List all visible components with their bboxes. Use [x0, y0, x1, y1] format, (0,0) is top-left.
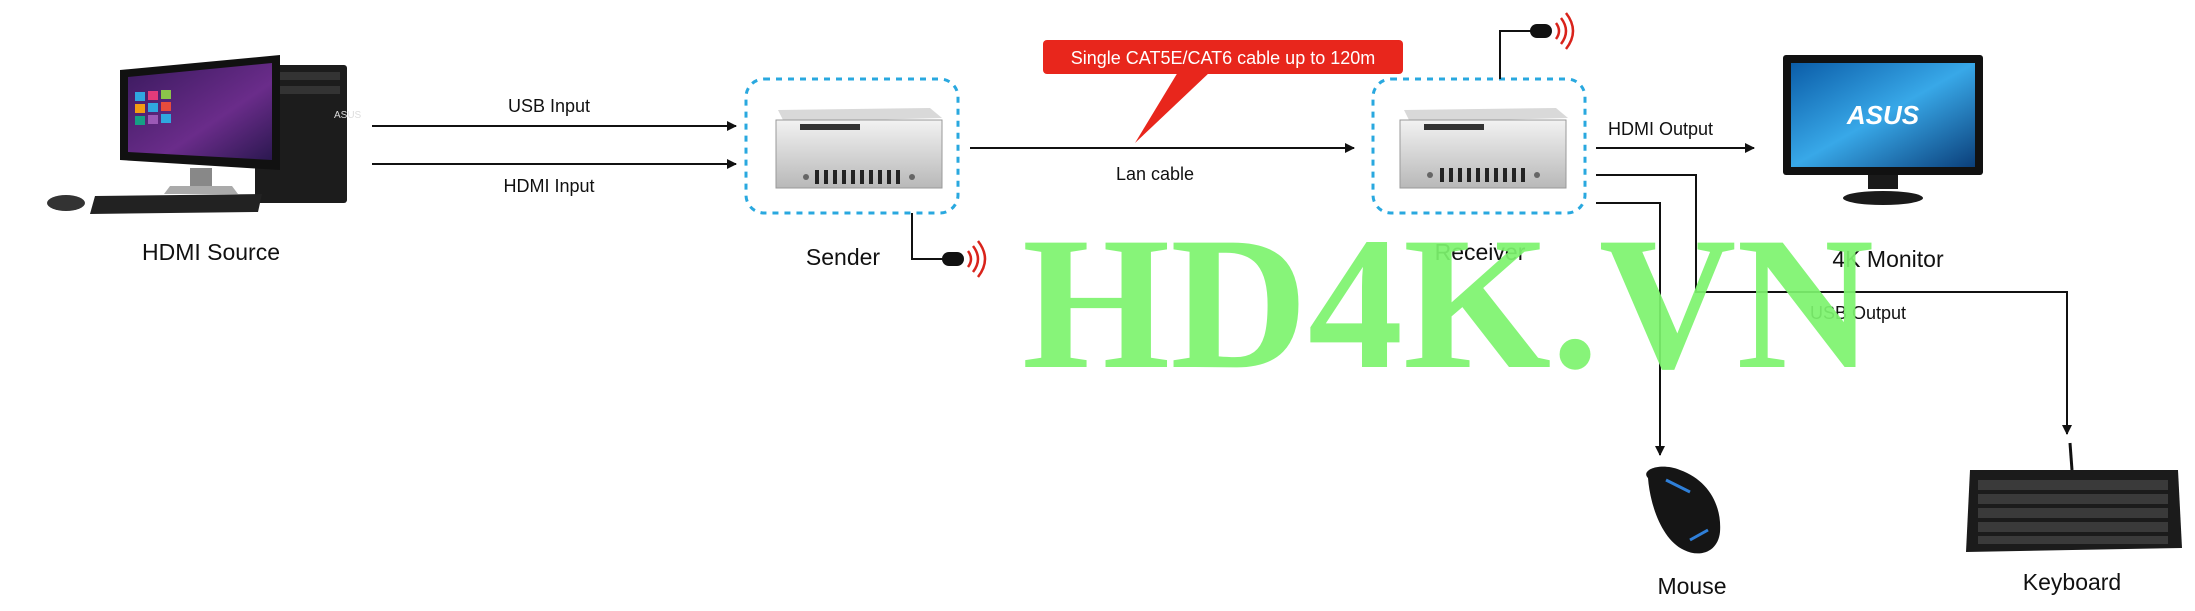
cable-callout-text: Single CAT5E/CAT6 cable up to 120m: [1071, 48, 1376, 68]
receiver-label: Receiver: [1435, 239, 1526, 265]
sender-ir-sensor-icon: [911, 213, 987, 278]
mouse-label: Mouse: [1657, 573, 1726, 599]
hdmi-input-label: HDMI Input: [503, 176, 594, 196]
hdmi-output-label: HDMI Output: [1608, 119, 1713, 139]
cable-callout: [1043, 40, 1403, 143]
keyboard-label: Keyboard: [2023, 569, 2121, 595]
lan-cable-label: Lan cable: [1116, 164, 1194, 184]
monitor-brand-logo: ASUS: [1846, 100, 1920, 130]
usb-output-label: USB Output: [1810, 303, 1906, 323]
receiver-device-image: [1399, 108, 1568, 189]
pc-image: ASUS: [47, 55, 362, 214]
mouse-usb-line: [1596, 202, 1665, 456]
sender-label: Sender: [806, 244, 881, 270]
keyboard-image: [1966, 442, 2182, 552]
monitor-label: 4K Monitor: [1832, 246, 1944, 272]
receiver-ir-sensor-icon: [1499, 12, 1575, 79]
mouse-image: [1646, 466, 1721, 554]
svg-text:ASUS: ASUS: [334, 110, 362, 121]
watermark-text: HD4K.VN: [1022, 199, 1874, 409]
keyboard-usb-line: [1596, 174, 2072, 435]
sender-dashed-box: [744, 77, 960, 215]
sender-device-image: [775, 108, 943, 189]
usb-input-label: USB Input: [508, 96, 590, 116]
receiver-dashed-box: [1371, 77, 1587, 215]
monitor-image: [1783, 55, 1983, 205]
hdmi-source-label: HDMI Source: [142, 239, 280, 265]
